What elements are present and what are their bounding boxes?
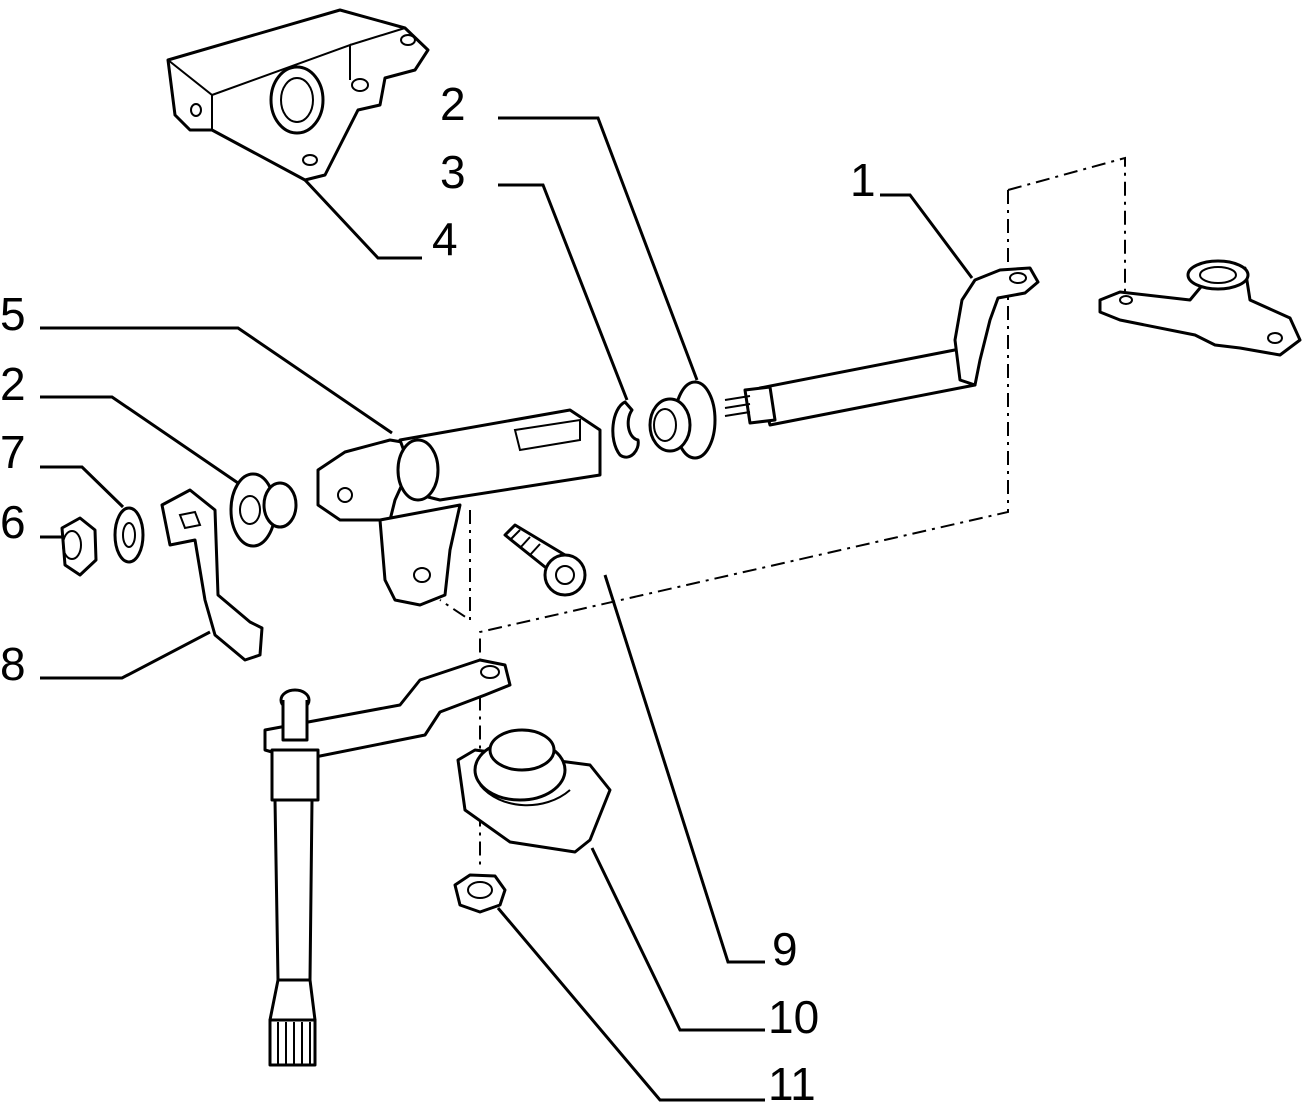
- part-11-nut: [453, 873, 507, 914]
- callout-6: 6: [0, 496, 26, 548]
- part-8-small-lever: [160, 488, 264, 662]
- callout-2-upper: 2: [440, 78, 466, 130]
- part-6-nut: [60, 516, 98, 577]
- callout-2-lower: 2: [0, 358, 26, 410]
- callout-labels: 1 2 3 4 5 2 7 6 8 9 10 11: [0, 78, 876, 1103]
- leader-lines: [40, 116, 974, 1102]
- part-4-mounting-bracket: [166, 8, 430, 182]
- callout-4: 4: [432, 213, 458, 265]
- callout-11: 11: [768, 1058, 816, 1103]
- part-1-mating-bracket: [1098, 259, 1302, 357]
- callout-7: 7: [0, 426, 26, 478]
- lower-shift-lever-shaft: [263, 658, 512, 1067]
- part-2-lower-bushing: [229, 472, 298, 548]
- callout-1: 1: [850, 154, 876, 206]
- callout-9: 9: [772, 923, 798, 975]
- callout-10: 10: [768, 991, 819, 1043]
- part-5-selector-housing: [316, 408, 602, 607]
- part-3-circlip: [611, 400, 640, 459]
- assembly-axis-lines: [439, 156, 1126, 870]
- part-1-shift-shaft: [724, 266, 1040, 427]
- callout-5: 5: [0, 288, 26, 340]
- part-9-bolt: [503, 523, 587, 597]
- part-2-upper-bushing: [648, 380, 717, 460]
- part-10-rubber-mount: [456, 728, 612, 854]
- callout-3: 3: [440, 146, 466, 198]
- part-7-washer: [113, 506, 145, 564]
- callout-8: 8: [0, 638, 26, 690]
